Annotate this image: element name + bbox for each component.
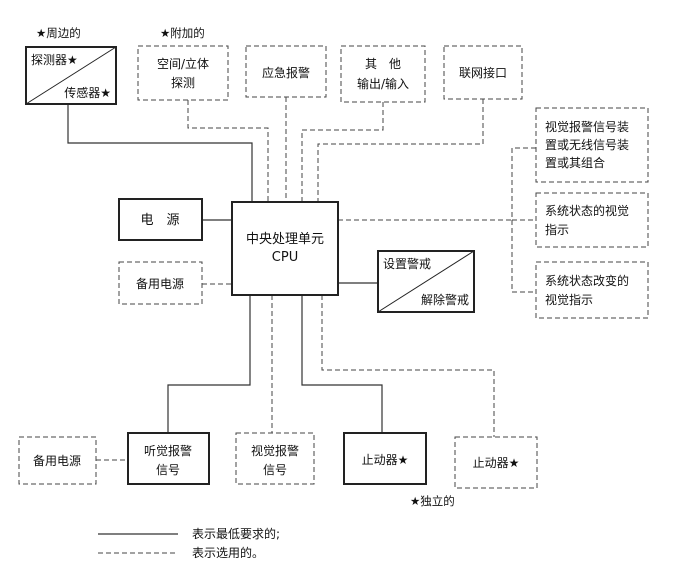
actuator-box-1: 止动器★ — [343, 432, 427, 485]
network-interface-box: 联网接口 — [443, 45, 523, 100]
other-label-2: 输出/输入 — [357, 76, 409, 91]
legend: 表示最低要求的; 表示选用的。 — [98, 526, 280, 560]
other-io-box: 其 他 输出/输入 — [340, 45, 426, 103]
backup-power-label-2: 备用电源 — [33, 454, 81, 468]
audible-connector — [167, 295, 251, 433]
other-io-connector — [301, 102, 384, 202]
visual-status-label-1: 系统状态的视觉 — [545, 203, 629, 218]
cpu-label-1: 中央处理单元 — [246, 232, 324, 247]
annotation-additional: ★附加的 — [160, 26, 205, 40]
spatial-connector — [187, 100, 269, 202]
visual-alarm-label-2: 置或无线信号装 — [545, 138, 629, 152]
spatial-label-1: 空间/立体 — [157, 56, 209, 71]
visual-indication-bracket — [338, 147, 536, 293]
visual-alarm-signal-box: 视觉报警 信号 — [235, 432, 315, 485]
annotation-peripheral: ★周边的 — [36, 26, 81, 40]
detector-label: 探测器★ — [31, 53, 78, 67]
spatial-label-2: 探测 — [171, 76, 195, 90]
emergency-label: 应急报警 — [262, 65, 310, 80]
backup-power-box-2: 备用电源 — [18, 436, 97, 485]
backup-power-label-1: 备用电源 — [136, 277, 184, 291]
arm-disarm-box: 设置警戒 解除警戒 — [377, 250, 475, 313]
actuator-label-1: 止动器★ — [362, 453, 409, 467]
audible-label-1: 听觉报警 — [144, 443, 192, 458]
other-label-1: 其 他 — [365, 57, 401, 71]
power-label: 电 源 — [140, 213, 179, 228]
status-change-label-1: 系统状态改变的 — [545, 273, 629, 288]
visual-signal-label-1: 视觉报警 — [251, 443, 299, 458]
annotation-independent: ★独立的 — [410, 494, 455, 508]
actuator-2-connector — [321, 295, 495, 437]
cpu-label-2: CPU — [272, 250, 298, 265]
visual-alarm-device-box: 视觉报警信号装 置或无线信号装 置或其组合 — [535, 107, 649, 183]
audible-label-2: 信号 — [156, 463, 180, 477]
legend-solid-label: 表示最低要求的; — [192, 526, 280, 541]
legend-dashed-label: 表示选用的。 — [192, 545, 264, 560]
detector-connector — [67, 104, 253, 202]
actuator-box-2: 止动器★ — [454, 436, 538, 489]
actuator-1-connector — [301, 295, 383, 433]
actuator-label-2: 止动器★ — [473, 456, 520, 470]
visual-status-label-2: 指示 — [545, 222, 569, 237]
network-label: 联网接口 — [459, 65, 507, 80]
audible-alarm-box: 听觉报警 信号 — [127, 432, 210, 485]
sensor-label: 传感器★ — [64, 85, 111, 100]
network-connector — [317, 99, 484, 202]
status-change-label-2: 视觉指示 — [545, 292, 593, 307]
emergency-alarm-box: 应急报警 — [245, 45, 327, 98]
arm-label: 设置警戒 — [383, 256, 431, 271]
detector-sensor-box: 探测器★ 传感器★ — [25, 46, 117, 105]
visual-alarm-label-1: 视觉报警信号装 — [545, 119, 629, 134]
backup-power-box-1: 备用电源 — [118, 261, 203, 305]
visual-alarm-label-3: 置或其组合 — [545, 155, 605, 170]
power-box: 电 源 — [118, 198, 203, 241]
cpu-box: 中央处理单元 CPU — [231, 201, 339, 296]
visual-signal-label-2: 信号 — [263, 463, 287, 477]
spatial-detection-box: 空间/立体 探测 — [137, 45, 229, 101]
system-status-visual-box: 系统状态的视觉 指示 — [535, 192, 649, 248]
status-change-visual-box: 系统状态改变的 视觉指示 — [535, 261, 649, 319]
disarm-label: 解除警戒 — [421, 292, 469, 307]
connectors — [67, 97, 536, 461]
